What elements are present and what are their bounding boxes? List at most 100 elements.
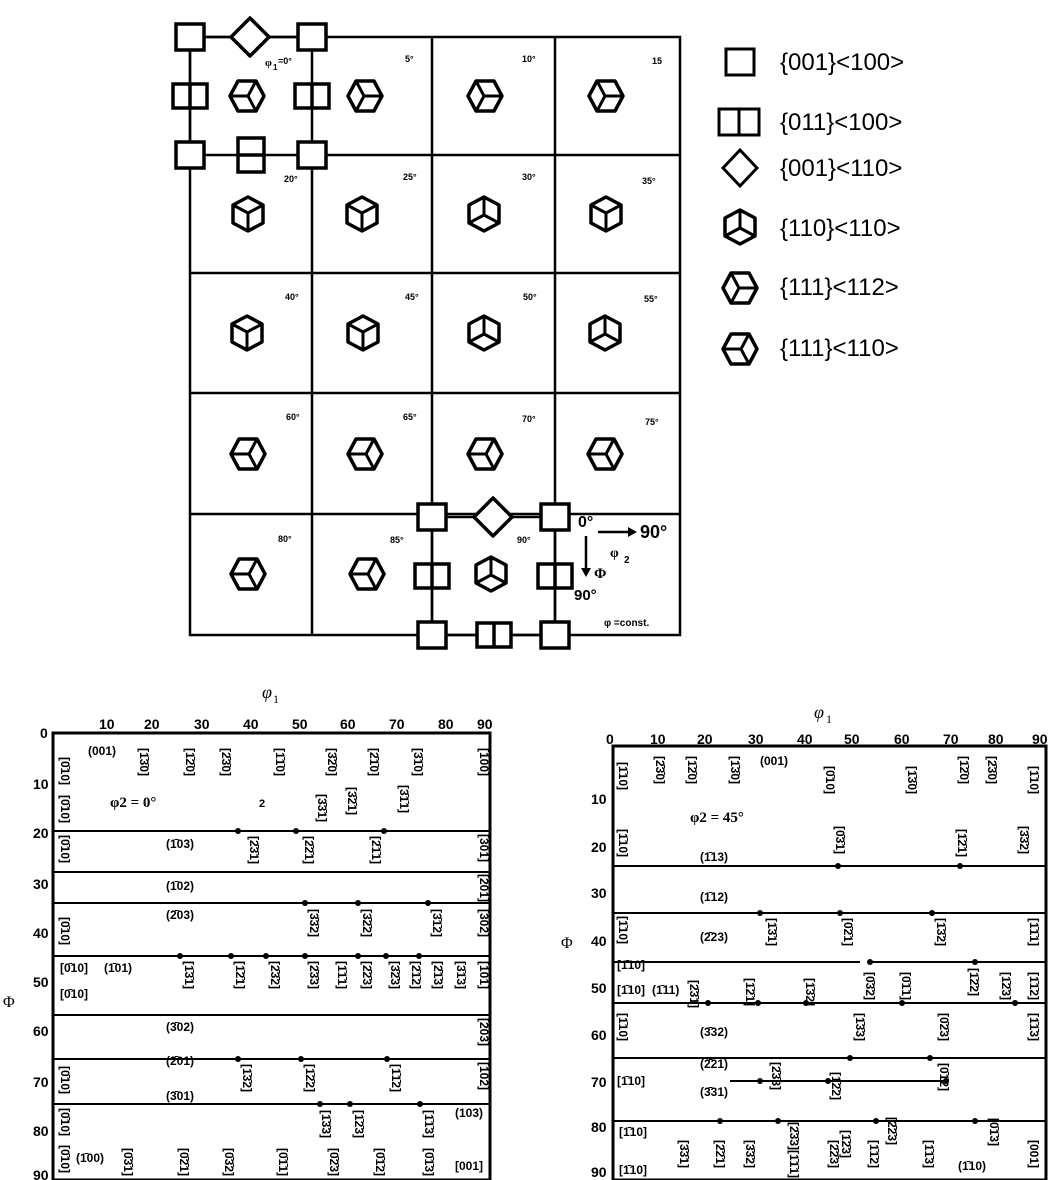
section-label: φ2 = 0° bbox=[110, 795, 156, 811]
x-tick: 50 bbox=[292, 716, 308, 732]
legend-label: {110}<110> bbox=[780, 215, 901, 242]
x-tick: 80 bbox=[988, 731, 1004, 747]
cell-angle: 70° bbox=[522, 414, 536, 424]
direction-label: [001] bbox=[1027, 1140, 1041, 1168]
square-icon bbox=[541, 622, 569, 648]
direction-label: [2̄1̄0] bbox=[367, 748, 381, 776]
direction-label: [1̄10] bbox=[619, 1163, 647, 1177]
cell-angle: 65° bbox=[403, 412, 417, 422]
y-tick: 20 bbox=[33, 825, 49, 841]
direction-label: [1̄2̄1] bbox=[233, 961, 247, 989]
x-tick: 70 bbox=[389, 716, 405, 732]
y-ticks: 0 10 20 30 40 50 60 70 80 90 bbox=[33, 725, 49, 1180]
y-tick: 0 bbox=[40, 725, 48, 741]
plane-label: (1̄00) bbox=[76, 1151, 104, 1165]
y-tick: 20 bbox=[591, 839, 607, 855]
direction-label: [1̄3̄2] bbox=[934, 918, 948, 946]
phi2-end: 90° bbox=[640, 522, 667, 542]
direction-label: [1̄10] bbox=[617, 958, 645, 972]
direction-label: [1̄10] bbox=[617, 1074, 645, 1088]
direction-label: [0̄1̄3] bbox=[987, 1118, 1001, 1146]
cube-111-icon bbox=[723, 334, 757, 364]
square-icon bbox=[176, 142, 204, 168]
bottom-right-overlay bbox=[415, 498, 572, 648]
direction-label: [1̄2̄2] bbox=[303, 1064, 317, 1092]
direction-label: [1̄10] bbox=[619, 1125, 647, 1139]
direction-label: [2̄1̄2] bbox=[409, 961, 423, 989]
direction-label: [0̄10] bbox=[58, 835, 72, 863]
direction-label: [2̄2̄3] bbox=[885, 1117, 899, 1145]
legend-label: {111}<112> bbox=[780, 274, 899, 301]
cell-angle: 35° bbox=[642, 176, 656, 186]
cell-angle-labels: 5° 10° 15 20° 25° 30° 35° 40° 45° 50° 55… bbox=[278, 54, 662, 545]
direction-label: [3̄3̄2] bbox=[743, 1140, 757, 1168]
x-tick: 10 bbox=[650, 731, 666, 747]
x-tick: 10 bbox=[99, 716, 115, 732]
cube-110-icon bbox=[469, 316, 499, 350]
direction-label: [0̄1̄2] bbox=[373, 1148, 387, 1176]
direction-label: [3̄3̄1] bbox=[677, 1140, 691, 1168]
fibre-chart-phi2-45: φ 1 Φ 0 10 20 30 40 50 60 70 80 90 10 20… bbox=[561, 702, 1048, 1180]
cell-angle: 10° bbox=[522, 54, 536, 64]
x-tick: 20 bbox=[697, 731, 713, 747]
direction-label: [1̄1̄1] bbox=[787, 1150, 801, 1178]
cube-111-icon bbox=[588, 439, 622, 469]
cube-111-icon bbox=[232, 316, 262, 350]
cell-angle: 45° bbox=[405, 292, 419, 302]
plane-label: (2̄21) bbox=[700, 1057, 728, 1071]
direction-label: [0̄10] bbox=[58, 1066, 72, 1094]
direction-label: [0̄1̄1] bbox=[899, 972, 913, 1000]
plane-label: (3̄31) bbox=[700, 1085, 728, 1099]
cube-112-icon bbox=[348, 81, 382, 111]
plane-label: (1̄03) bbox=[166, 837, 194, 851]
direction-label: [2̄2̄3] bbox=[360, 961, 374, 989]
legend-label: {111}<110> bbox=[780, 335, 899, 362]
cube-111-icon bbox=[468, 439, 502, 469]
diamond-icon bbox=[723, 150, 757, 186]
direction-label: [0̄10] bbox=[60, 987, 88, 1001]
split-square-icon bbox=[238, 138, 264, 172]
y-tick: 40 bbox=[591, 933, 607, 949]
square-icon bbox=[726, 49, 754, 75]
direction-label: [0̄3̄2] bbox=[222, 1148, 236, 1176]
phi2-label: φ bbox=[610, 546, 619, 561]
cube-111-icon bbox=[350, 559, 384, 589]
direction-label: [2̄3̄2] bbox=[268, 961, 282, 989]
direction-label: [1̄2̄2] bbox=[829, 1072, 843, 1100]
direction-label: [0̄10] bbox=[58, 795, 72, 823]
direction-label: [101] bbox=[477, 961, 491, 989]
direction-label: [1̄2̄1] bbox=[743, 978, 757, 1006]
Phi-arrow-icon bbox=[581, 568, 591, 577]
direction-label: [1̄2̄0] bbox=[685, 756, 699, 784]
direction-label: [1̄10] bbox=[616, 829, 630, 857]
cube-111-icon bbox=[348, 439, 382, 469]
cell-angle: 50° bbox=[523, 292, 537, 302]
x-tick: 30 bbox=[748, 731, 764, 747]
direction-label: [302] bbox=[477, 909, 491, 937]
cell-angle: 75° bbox=[645, 417, 659, 427]
direction-label: [0̄10] bbox=[58, 917, 72, 945]
y-tick: 50 bbox=[33, 974, 49, 990]
plane-label: (3̄32) bbox=[700, 1025, 728, 1039]
direction-label: [0̄10] bbox=[823, 766, 837, 794]
x-tick: 90 bbox=[477, 716, 493, 732]
top-left-overlay bbox=[173, 18, 329, 172]
y-tick: 30 bbox=[33, 876, 49, 892]
cube-111-icon bbox=[231, 559, 265, 589]
direction-label: [0̄2̄3] bbox=[937, 1013, 951, 1041]
direction-label: [2̄3̄1] bbox=[687, 980, 701, 1008]
direction-label: [1̄2̄0] bbox=[183, 748, 197, 776]
direction-label: [0̄2̄1] bbox=[841, 918, 855, 946]
direction-label: [1̄3̄3] bbox=[319, 1110, 333, 1138]
direction-label: [201] bbox=[477, 874, 491, 902]
cube-110-icon bbox=[725, 210, 755, 244]
direction-label: [0̄1̄3] bbox=[422, 1148, 436, 1176]
x-tick: 60 bbox=[340, 716, 356, 732]
x-axis-sub: 1 bbox=[273, 692, 279, 706]
direction-label: [1̄1̄2] bbox=[1027, 972, 1041, 1000]
cube-111-icon bbox=[233, 197, 263, 231]
plane-label: (3̄02) bbox=[166, 1020, 194, 1034]
cube-112-icon bbox=[723, 273, 757, 303]
direction-label: [0̄2̄1] bbox=[177, 1148, 191, 1176]
y-tick: 80 bbox=[591, 1119, 607, 1135]
